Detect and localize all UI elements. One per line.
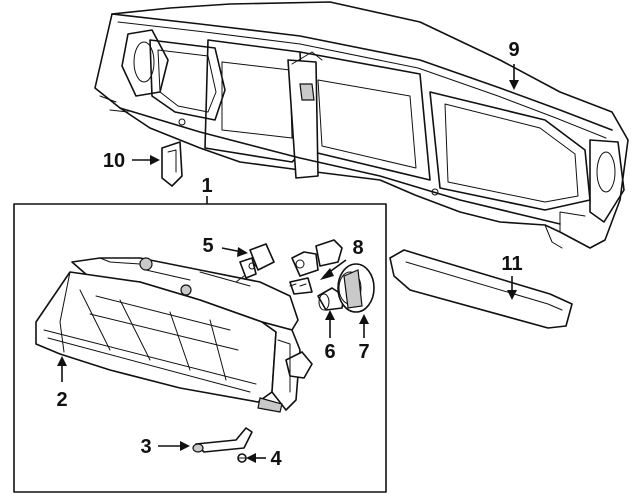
callout-2: 2 — [56, 389, 67, 411]
callout-9: 9 — [508, 39, 519, 61]
headlamp-assembly-box — [13, 203, 387, 493]
bulb-socket-part-8 — [289, 239, 343, 295]
headlamp-assembly — [35, 257, 313, 413]
callout-3: 3 — [140, 436, 151, 458]
callout-8: 8 — [352, 237, 363, 259]
callout-1: 1 — [201, 175, 212, 197]
leader-arrows — [57, 64, 519, 463]
adjuster-clip-part-3 — [192, 427, 253, 453]
callout-11: 11 — [501, 253, 522, 275]
callout-7: 7 — [358, 341, 369, 363]
bulb-part-5 — [235, 243, 275, 283]
callout-10: 10 — [103, 150, 125, 172]
callout-4: 4 — [270, 448, 282, 470]
radiator-support-panel — [94, 1, 629, 249]
trim-strip-part-11 — [389, 249, 573, 329]
screw-part-4 — [237, 453, 247, 463]
callout-6: 6 — [324, 341, 335, 363]
bracket-part — [161, 141, 183, 187]
seal-part-7 — [337, 263, 375, 313]
callout-5: 5 — [202, 235, 213, 257]
